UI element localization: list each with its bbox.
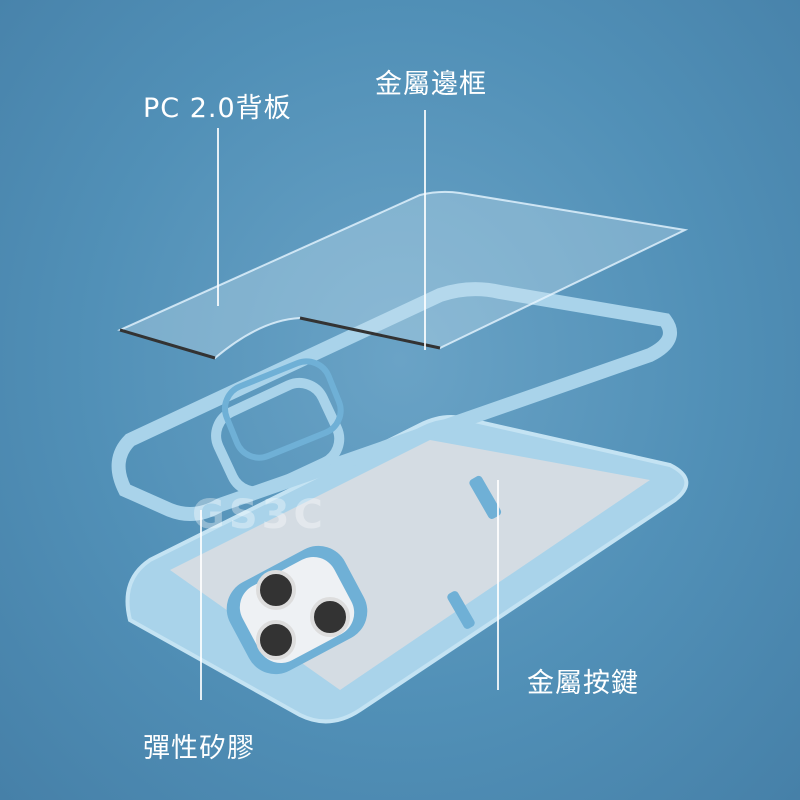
- plate-edge: [119, 316, 441, 360]
- label-silicone: 彈性矽膠: [143, 733, 255, 764]
- lens-icon: [310, 597, 350, 637]
- callout-line-metal-buttons: [497, 480, 499, 690]
- label-metal-frame: 金屬邊框: [375, 69, 487, 100]
- watermark: GS3C: [192, 492, 327, 538]
- callout-line-back-plate: [217, 128, 219, 306]
- pc-back-plate: [117, 190, 689, 360]
- metal-button: [447, 591, 475, 629]
- lens-icon: [256, 570, 296, 610]
- lens-icon: [256, 620, 296, 660]
- callout-line-metal-frame: [424, 110, 426, 350]
- label-metal-buttons: 金屬按鍵: [527, 668, 639, 699]
- label-back-plate: PC 2.0背板: [143, 93, 292, 124]
- metal-button: [469, 475, 502, 519]
- callout-line-silicone: [200, 510, 202, 700]
- frame-camera-ring: [211, 377, 345, 497]
- metal-frame: [111, 282, 677, 521]
- metal-camera-ring: [222, 358, 344, 461]
